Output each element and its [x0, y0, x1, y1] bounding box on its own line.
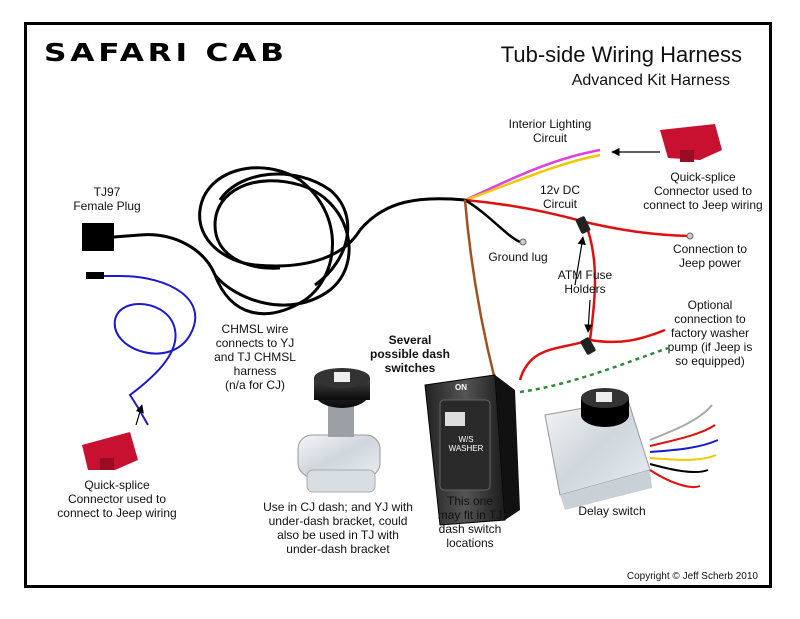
rocker-on-label: ON: [455, 383, 467, 392]
diagram-frame: [24, 22, 772, 588]
label-optional-washer: Optional connection to factory washer pu…: [667, 298, 753, 368]
label-quick-splice-right: Quick-splice Connector used to connect t…: [643, 170, 763, 212]
tj97-plug-icon: [82, 223, 141, 251]
rocker-switch-icon: [424, 374, 520, 526]
label-cj-dash: Use in CJ dash; and YJ with under-dash b…: [263, 500, 413, 556]
pointer-arrows: [135, 147, 660, 426]
label-ground-lug: Ground lug: [488, 250, 548, 264]
label-tj-dash: This one may fit in TJ dash switch locat…: [437, 494, 503, 550]
jeep-power-terminal: [686, 232, 694, 240]
label-tj97-plug: TJ97 Female Plug: [73, 185, 141, 213]
atm-fuse-holder-icon: [575, 216, 596, 355]
diagram-subtitle: Advanced Kit Harness: [571, 72, 730, 89]
rocker-ws-washer-label: W/S WASHER: [448, 435, 484, 453]
quick-splice-connector-icon-left: [82, 432, 138, 470]
delay-switch-icon: [544, 388, 719, 510]
label-chmsl-wire: CHMSL wire connects to YJ and TJ CHMSL h…: [214, 322, 296, 392]
label-atm-fuse: ATM Fuse Holders: [557, 268, 613, 296]
label-quick-splice-left: Quick-splice Connector used to connect t…: [57, 478, 177, 520]
ground-lug-icon: [519, 238, 527, 246]
black-wire-coil: [139, 166, 466, 316]
label-dash-switches: Several possible dash switches: [369, 333, 451, 375]
rotary-knob-switch-icon: [297, 368, 381, 493]
copyright-text: Copyright © Jeff Scherb 2010: [626, 571, 758, 582]
label-12v-dc: 12v DC Circuit: [539, 183, 580, 211]
chmsl-plug-icon: [86, 272, 104, 279]
blue-chmsl-wire: [100, 275, 197, 426]
quick-splice-connector-icon: [660, 124, 722, 162]
label-interior-lighting: Interior Lighting Circuit: [508, 117, 592, 145]
diagram-title: Tub-side Wiring Harness: [500, 42, 742, 67]
label-jeep-power: Connection to Jeep power: [672, 242, 748, 270]
label-delay-switch: Delay switch: [578, 504, 646, 518]
brand-logo: SAFARI CAB: [44, 38, 288, 67]
